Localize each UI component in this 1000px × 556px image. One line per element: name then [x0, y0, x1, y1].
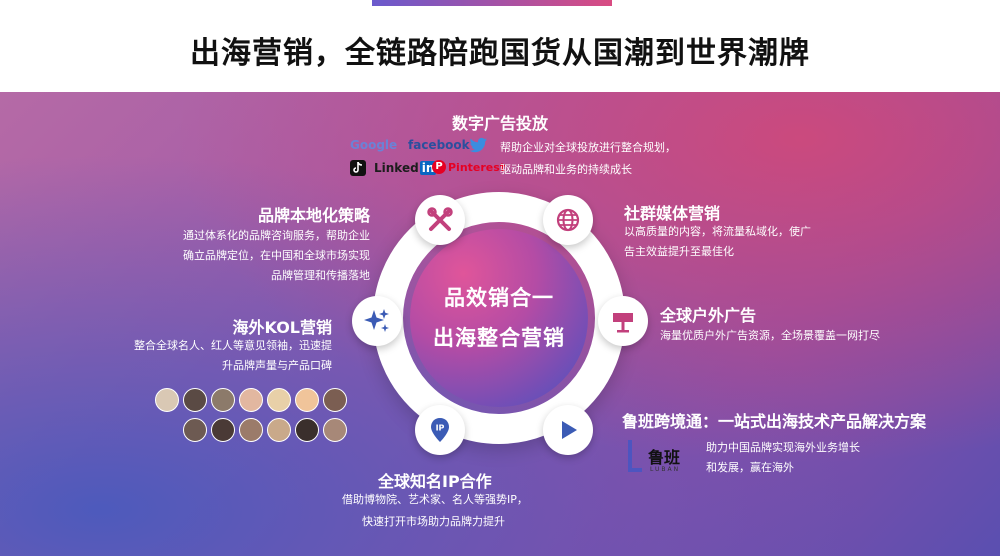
ip-text-1: 借助博物院、艺术家、名人等强势IP，: [342, 493, 528, 506]
avatar: [183, 388, 207, 412]
digital-ads-text-1: 帮助企业对全球投放进行整合规划，: [500, 141, 676, 154]
avatar: [211, 388, 235, 412]
avatar: [295, 388, 319, 412]
facebook-logo: facebook: [408, 138, 470, 152]
ip-pin-icon: IP: [415, 405, 465, 455]
kol-title: 海外KOL营销: [232, 318, 332, 337]
outdoor-title: 全球户外广告: [660, 306, 757, 325]
avatar: [239, 388, 263, 412]
digital-ads-title: 数字广告投放: [451, 114, 548, 133]
page-title: 出海营销，全链路陪跑国货从国潮到世界潮牌: [190, 36, 810, 71]
outdoor-text-1: 海量优质户外广告资源，全场景覆盖一网打尽: [660, 329, 880, 342]
social-title: 社群媒体营销: [624, 204, 721, 223]
center-line-1: 品效销合一: [444, 286, 554, 310]
brand-local-title: 品牌本地化策略: [257, 206, 370, 225]
luban-mark-icon: [628, 440, 642, 472]
digital-ads-text-2: 驱动品牌和业务的持续成长: [500, 163, 632, 176]
avatar: [267, 388, 291, 412]
avatar: [211, 418, 235, 442]
avatar: [183, 418, 207, 442]
kol-avatars: [155, 388, 355, 448]
avatar: [267, 418, 291, 442]
center-line-2: 出海整合营销: [433, 326, 565, 350]
twitter-icon: [469, 137, 488, 157]
luban-logo: 鲁班 LUBAN: [622, 438, 700, 478]
center-core: 品效销合一 出海整合营销: [410, 229, 588, 407]
luban-text-1: 助力中国品牌实现海外业务增长: [706, 441, 860, 454]
luban-text-2: 和发展，赢在海外: [706, 461, 794, 474]
avatar: [323, 418, 347, 442]
svg-text:IP: IP: [436, 424, 445, 433]
social-text-1: 以高质量的内容，将流量私域化，使广: [624, 225, 811, 238]
google-logo: Google: [350, 138, 398, 152]
tiktok-icon: [350, 160, 366, 176]
sparkle-icon: [352, 296, 402, 346]
pinterest-icon: P: [432, 160, 446, 174]
luban-logo-sub: LUBAN: [650, 466, 681, 473]
avatar: [295, 418, 319, 442]
avatar: [239, 418, 263, 442]
avatar: [323, 388, 347, 412]
luban-title: 鲁班跨境通：一站式出海技术产品解决方案: [622, 412, 927, 431]
kol-text-2: 升品牌声量与产品口碑: [222, 359, 332, 372]
top-accent-bar: [372, 0, 612, 6]
avatar: [155, 388, 179, 412]
brand-local-text-1: 通过体系化的品牌咨询服务，帮助企业: [183, 229, 370, 242]
brand-local-text-2: 确立品牌定位，在中国和全球市场实现: [183, 249, 370, 262]
ip-title: 全球知名IP合作: [378, 472, 492, 491]
linkedin-text: Linked: [374, 161, 419, 175]
pinterest-logo: Pinterest: [448, 161, 506, 174]
billboard-icon: [598, 296, 648, 346]
diagram-stage: 品效销合一 出海整合营销 IP 数字广告投放 Google facebook L…: [0, 92, 1000, 556]
ip-text-2: 快速打开市场助力品牌力提升: [362, 515, 505, 528]
kol-text-1: 整合全球名人、红人等意见领袖，迅速提: [134, 339, 332, 352]
social-text-2: 告主效益提升至最佳化: [624, 245, 734, 258]
luban-logo-text: 鲁班: [648, 448, 681, 467]
brand-local-text-3: 品牌管理和传播落地: [271, 269, 370, 282]
tools-icon: [415, 195, 465, 245]
play-icon: [543, 405, 593, 455]
globe-icon: [543, 195, 593, 245]
